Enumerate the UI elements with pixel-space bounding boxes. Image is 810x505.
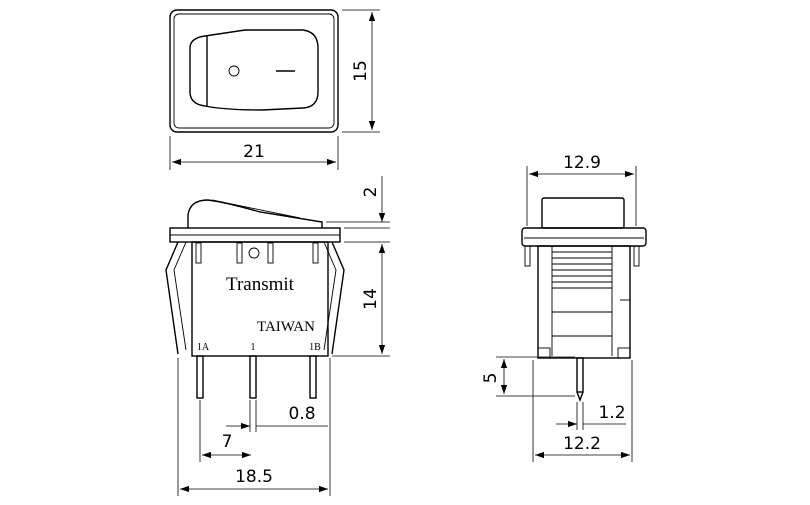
body-tab bbox=[195, 242, 202, 264]
front-rocker-edge bbox=[211, 199, 301, 219]
pin-pitch-label: 7 bbox=[222, 432, 233, 452]
side-bezel bbox=[521, 227, 647, 247]
pin-length-label: 5 bbox=[481, 373, 501, 384]
origin-label: TAIWAN bbox=[257, 319, 315, 335]
body-width-label: 12.2 bbox=[563, 434, 601, 454]
rocker-outline bbox=[189, 29, 319, 111]
pin-1 bbox=[249, 355, 257, 399]
body-tab bbox=[267, 242, 274, 264]
top-width-label: 21 bbox=[243, 142, 265, 162]
top-view: 15 21 bbox=[169, 9, 380, 170]
front-rocker-outline bbox=[187, 199, 323, 228]
side-clip bbox=[524, 245, 531, 267]
overall-width-label: 18.5 bbox=[235, 467, 273, 487]
side-view: 12.9 5 1.2 12.2 bbox=[481, 153, 647, 462]
body-tab bbox=[236, 242, 243, 264]
side-pin-tip bbox=[576, 391, 584, 402]
off-symbol-circle bbox=[228, 65, 240, 77]
side-foot bbox=[537, 347, 551, 359]
left-clip bbox=[165, 241, 179, 355]
brand-label: Transmit bbox=[226, 274, 295, 295]
rocker-height-label: 2 bbox=[361, 187, 381, 198]
side-pin bbox=[576, 357, 584, 393]
left-clip-inner bbox=[173, 241, 187, 351]
body-tab bbox=[312, 242, 319, 264]
terminal-label-1: 1 bbox=[251, 342, 256, 353]
top-height-label: 15 bbox=[351, 60, 371, 82]
side-clip bbox=[633, 245, 640, 267]
flange-width-label: 12.9 bbox=[563, 153, 601, 173]
top-view-frame bbox=[169, 9, 339, 133]
front-view: Transmit TAIWAN 1A 1 1B 2 14 0.8 7 18.5 bbox=[165, 176, 390, 496]
terminal-label-1b: 1B bbox=[309, 342, 321, 353]
pin-1a bbox=[196, 355, 204, 399]
terminal-label-1a: 1A bbox=[197, 342, 210, 353]
side-rocker bbox=[541, 197, 625, 229]
side-body bbox=[537, 245, 631, 359]
right-clip bbox=[331, 241, 345, 355]
front-body bbox=[191, 241, 329, 357]
pin-1b bbox=[309, 355, 317, 399]
pin-thickness-label: 1.2 bbox=[598, 403, 625, 423]
body-height-label: 14 bbox=[361, 288, 381, 310]
body-hole bbox=[248, 247, 260, 259]
top-view-frame-inner bbox=[173, 13, 335, 129]
side-foot bbox=[617, 347, 631, 359]
pin-width-label: 0.8 bbox=[288, 404, 315, 424]
